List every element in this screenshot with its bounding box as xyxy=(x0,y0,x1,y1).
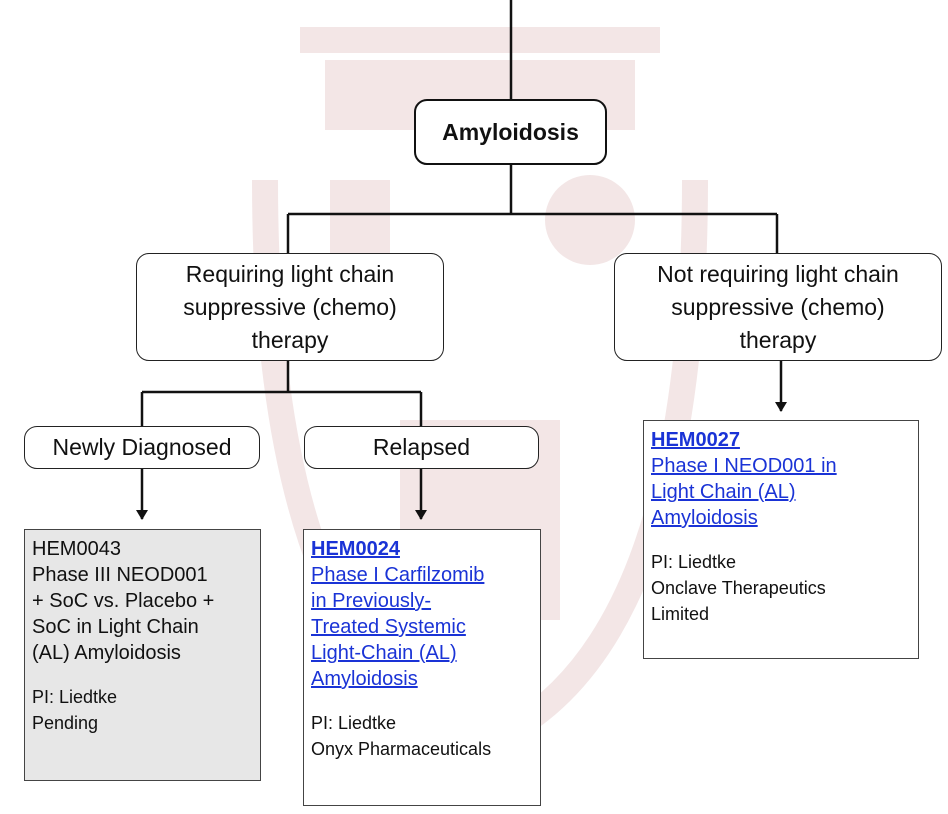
trial-title-line: Phase III NEOD001 xyxy=(32,564,208,586)
branch-label-line: therapy xyxy=(251,326,329,353)
trial-title-link[interactable]: Phase I NEOD001 in Light Chain (AL) Amyl… xyxy=(651,453,910,531)
trial-sponsor: Limited xyxy=(651,604,710,624)
branch-label-line: suppressive (chemo) xyxy=(183,293,397,320)
trial-id-link[interactable]: HEM0027 xyxy=(651,429,740,451)
subbranch-relapsed: Relapsed xyxy=(304,426,539,469)
trial-title-line: (AL) Amyloidosis xyxy=(32,642,181,664)
trial-title-link[interactable]: Phase I Carfilzomib in Previously- Treat… xyxy=(311,562,532,692)
branch-label-line: Not requiring light chain xyxy=(657,260,899,287)
branch-not-requiring-chemo: Not requiring light chain suppressive (c… xyxy=(614,253,942,361)
trial-id: HEM0043 xyxy=(32,538,121,560)
trial-title-line: Amyloidosis xyxy=(651,507,758,529)
trial-sponsor: Onyx Pharmaceuticals xyxy=(311,739,492,759)
trial-title-line: Treated Systemic xyxy=(311,616,466,638)
branch-label-line: suppressive (chemo) xyxy=(671,293,885,320)
trial-status: Pending xyxy=(32,713,99,733)
trial-title-line: Light-Chain (AL) xyxy=(311,642,457,664)
trial-pi: PI: Liedtke xyxy=(311,713,397,733)
branch-label-line: Requiring light chain xyxy=(185,260,395,287)
branch-label-line: therapy xyxy=(739,326,817,353)
subbranch-label: Newly Diagnosed xyxy=(52,434,232,460)
root-label: Amyloidosis xyxy=(442,118,579,145)
branch-requiring-chemo: Requiring light chain suppressive (chemo… xyxy=(136,253,444,361)
trial-title-line: Phase I NEOD001 in xyxy=(651,455,837,477)
trial-pi: PI: Liedtke xyxy=(651,552,737,572)
trial-title-line: Amyloidosis xyxy=(311,668,418,690)
trial-title-line: + SoC vs. Placebo + xyxy=(32,590,215,612)
subbranch-newly-diagnosed: Newly Diagnosed xyxy=(24,426,260,469)
trial-title-line: Phase I Carfilzomib xyxy=(311,564,485,586)
trial-card-hem0024: HEM0024 Phase I Carfilzomib in Previousl… xyxy=(303,529,541,806)
root-node-amyloidosis: Amyloidosis xyxy=(414,99,607,165)
trial-card-hem0027: HEM0027 Phase I NEOD001 in Light Chain (… xyxy=(643,420,919,659)
trial-pi: PI: Liedtke xyxy=(32,687,118,707)
trial-id-link[interactable]: HEM0024 xyxy=(311,538,400,560)
trial-sponsor: Onclave Therapeutics xyxy=(651,578,826,598)
subbranch-label: Relapsed xyxy=(372,434,471,460)
trial-title-line: SoC in Light Chain xyxy=(32,616,199,638)
trial-title-line: in Previously- xyxy=(311,590,432,612)
trial-card-hem0043: HEM0043 Phase III NEOD001 + SoC vs. Plac… xyxy=(24,529,261,781)
trial-title-line: Light Chain (AL) xyxy=(651,481,796,503)
